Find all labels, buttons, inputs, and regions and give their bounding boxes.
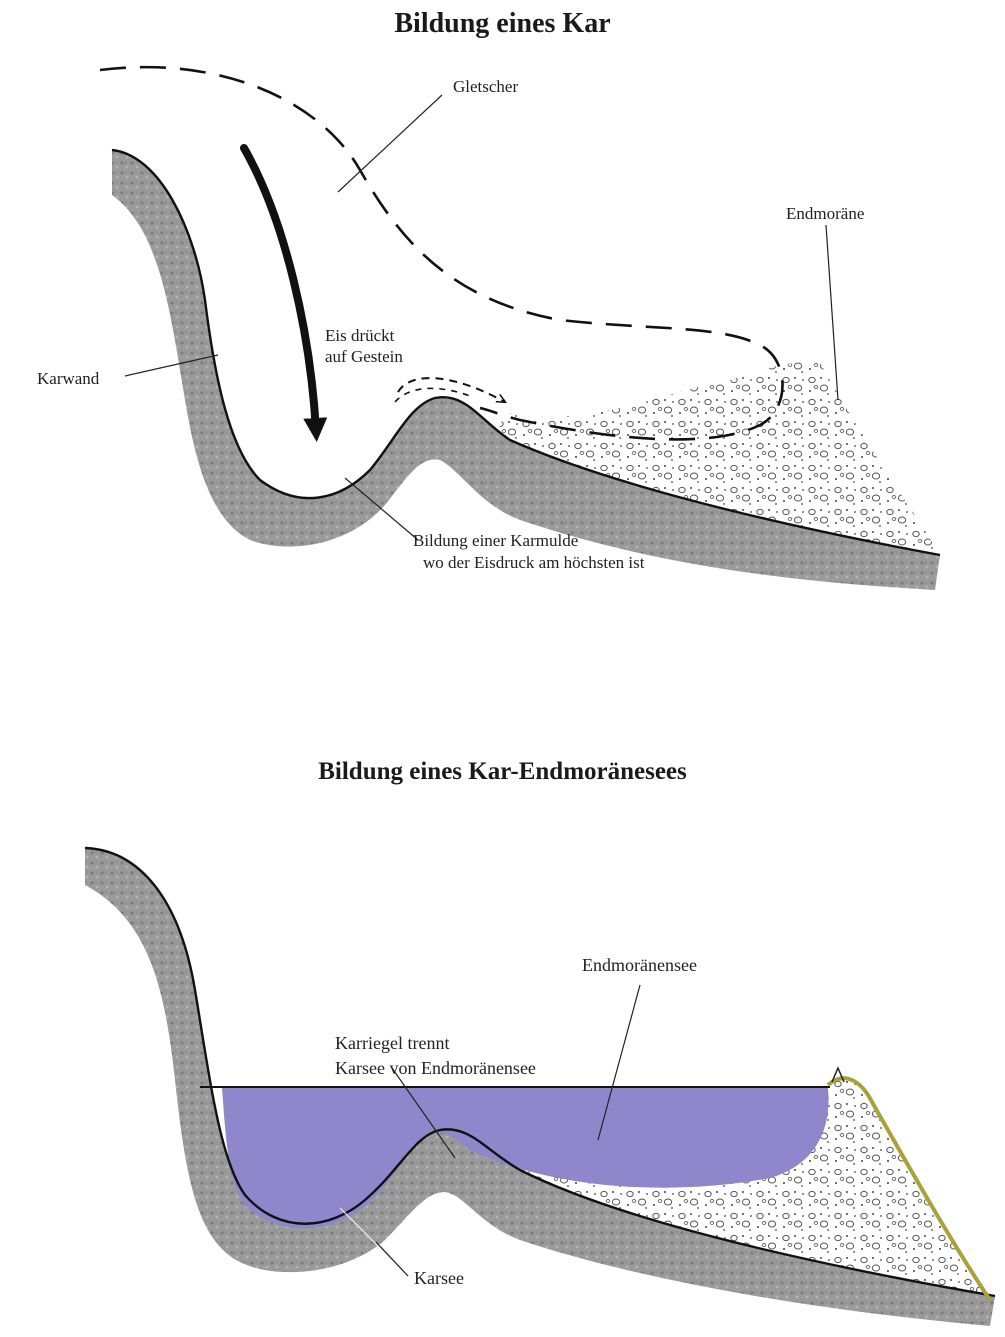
label-eis-line1: Eis drückt	[325, 326, 395, 345]
label-karwand: Karwand	[37, 369, 100, 388]
label-endmoraenensee: Endmoränensee	[582, 955, 697, 975]
label-karmulde-line1: Bildung einer Karmulde	[413, 531, 578, 550]
diagram2: Endmoränensee Karriegel trennt Karsee vo…	[85, 848, 995, 1326]
leader-endmoraene	[826, 225, 838, 400]
label-gletscher: Gletscher	[453, 77, 518, 96]
label-karriegel-line1: Karriegel trennt	[335, 1033, 449, 1053]
label-karsee: Karsee	[414, 1268, 464, 1288]
label-karriegel-line2: Karsee von Endmoränensee	[335, 1058, 536, 1078]
leader-karsee-lower	[376, 1242, 408, 1276]
label-karmulde-line2: wo der Eisdruck am höchsten ist	[423, 553, 645, 572]
leader-gletscher	[338, 95, 442, 192]
diagram1: Gletscher Endmoräne Eis drückt auf Geste…	[37, 67, 940, 590]
label-endmoraene: Endmoräne	[786, 204, 864, 223]
ice-flow-arrow	[244, 148, 316, 430]
label-eis-line2: auf Gestein	[325, 347, 403, 366]
